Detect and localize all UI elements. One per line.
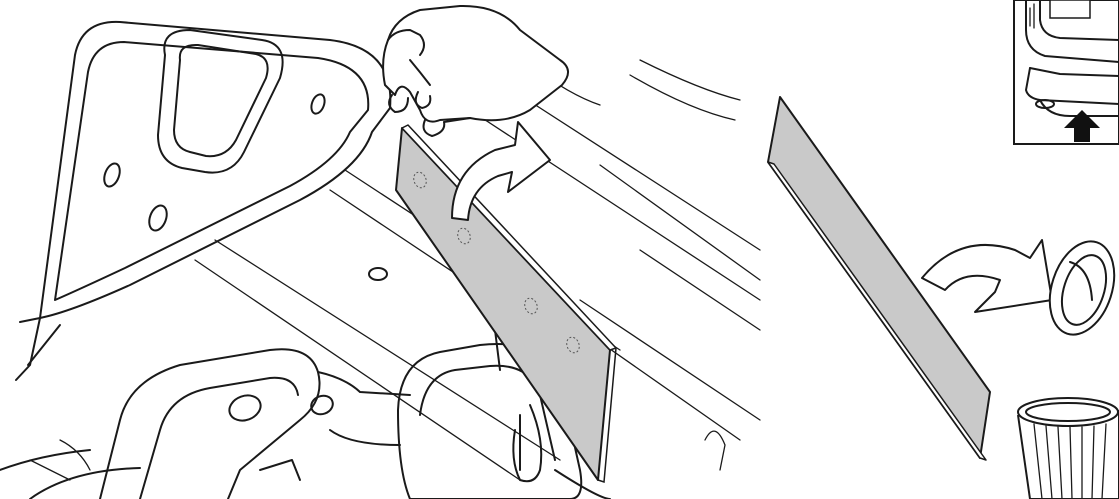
underbody-lines bbox=[30, 60, 760, 480]
curved-arrow-icon bbox=[922, 240, 1052, 312]
inset-car-rear-view bbox=[1014, 0, 1119, 144]
body-bracket bbox=[16, 22, 390, 380]
tow-bracket bbox=[0, 349, 410, 499]
discard-pad-scene bbox=[768, 0, 1119, 499]
adhesive-pad-left bbox=[396, 125, 616, 482]
hand-icon bbox=[383, 6, 568, 136]
vehicle-underside-scene bbox=[0, 6, 760, 499]
curved-arrow-icon bbox=[452, 122, 550, 220]
